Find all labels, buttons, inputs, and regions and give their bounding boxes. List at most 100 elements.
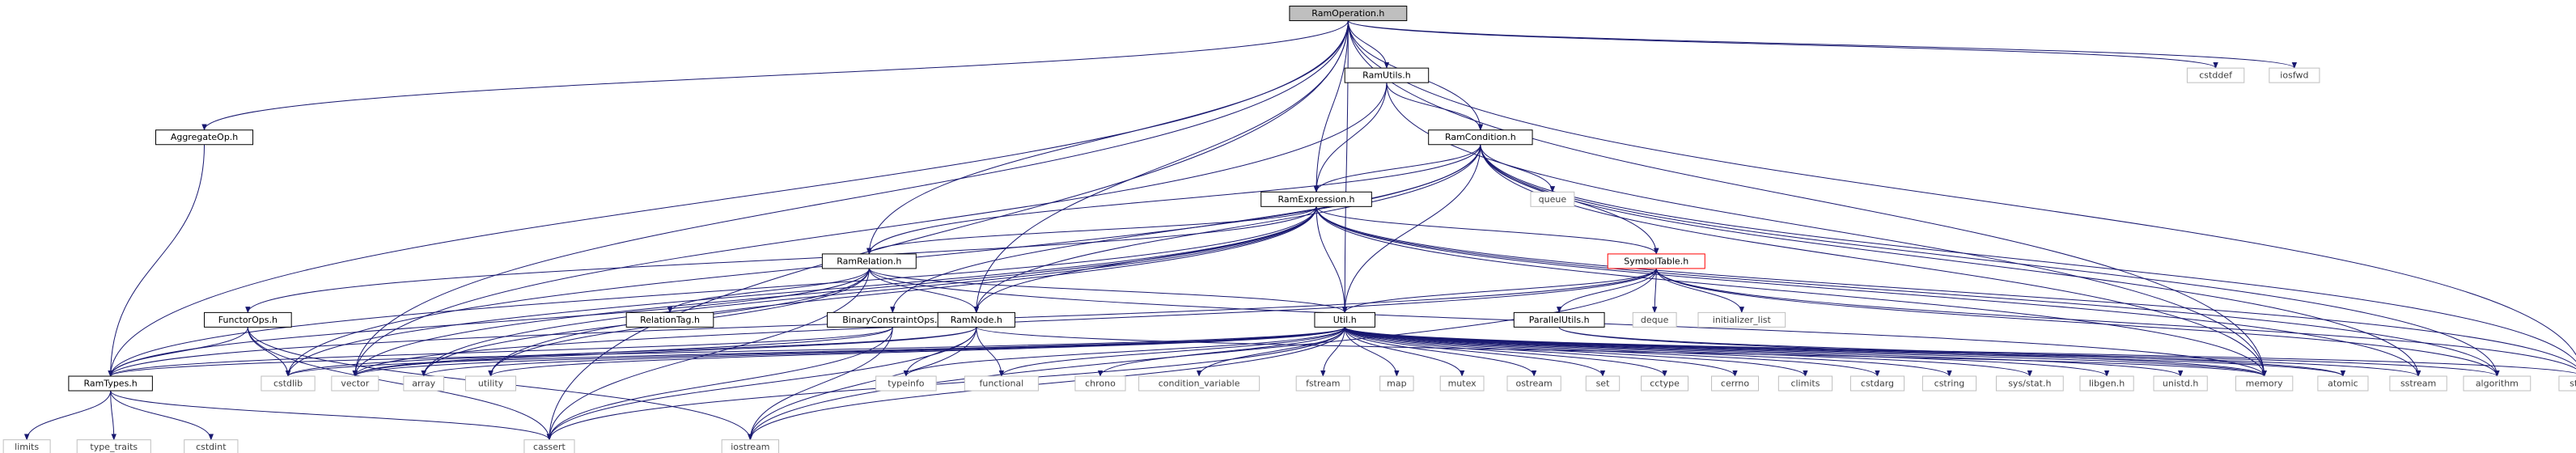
node-box xyxy=(1641,375,1689,392)
node-box xyxy=(1344,67,1430,83)
node-label: type_traits xyxy=(90,442,138,452)
node-binaryconstraintops[interactable]: BinaryConstraintOps.h xyxy=(827,311,959,328)
node-label: RamTypes.h xyxy=(83,379,137,389)
edge-ramnode-to-memory xyxy=(976,326,2267,377)
node-label: cctype xyxy=(1650,379,1680,389)
edge-ramexpression-to-cstdlib xyxy=(285,206,1317,377)
node-box xyxy=(1289,6,1408,22)
edge-ramnode-to-cassert xyxy=(546,327,977,441)
node-box xyxy=(821,253,917,269)
node-ramutils[interactable]: RamUtils.h xyxy=(1344,67,1430,83)
node-cassert: cassert xyxy=(523,439,575,453)
edge-ramcondition-to-memory xyxy=(1480,144,2267,377)
node-label: cerrno xyxy=(1721,379,1749,389)
node-ramcondition[interactable]: RamCondition.h xyxy=(1428,129,1533,146)
node-initializer-list: initializer_list xyxy=(1697,311,1786,328)
edge-ramexpression-to-functorops xyxy=(245,206,1317,314)
node-label: algorithm xyxy=(2476,379,2519,389)
node-label: map xyxy=(1387,379,1406,389)
edge-util-to-atomic xyxy=(1344,326,2345,377)
node-ramnode[interactable]: RamNode.h xyxy=(937,311,1015,328)
node-box xyxy=(2186,67,2245,83)
node-ramoperation[interactable]: RamOperation.h xyxy=(1289,6,1408,22)
node-cctype: cctype xyxy=(1641,375,1689,392)
node-memory: memory xyxy=(2235,375,2294,392)
edge-binaryconstraintops-to-cassert xyxy=(546,327,893,441)
edge-util-to-libgen xyxy=(1344,326,2110,377)
node-sys-stat: sys/stat.h xyxy=(1995,375,2064,392)
node-box xyxy=(1513,311,1605,328)
node-ostream: ostream xyxy=(1506,375,1561,392)
node-box xyxy=(1260,191,1372,207)
node-sstream: sstream xyxy=(2389,375,2447,392)
edge-util-to-functional xyxy=(998,327,1345,377)
edge-ramutils-to-vector xyxy=(352,83,1388,377)
edge-util-to-cstdlib xyxy=(286,326,1345,377)
edge-ramoperation-to-ramexpression xyxy=(1313,20,1349,193)
edge-ramcondition-to-binaryconstraintops xyxy=(890,144,1481,314)
edge-ramtypes-to-cstdint xyxy=(110,390,214,441)
node-label: RelationTag.h xyxy=(640,315,700,325)
edge-ramutils-to-ramexpression xyxy=(1313,83,1388,193)
node-label: utility xyxy=(478,379,504,389)
edge-ramexpression-to-string xyxy=(1316,206,2576,367)
node-symboltable[interactable]: SymbolTable.h xyxy=(1607,253,1705,269)
edge-ramcondition-to-queue xyxy=(1480,144,1556,193)
edge-ramoperation-to-vector xyxy=(352,20,1349,377)
node-label: AggregateOp.h xyxy=(171,132,238,142)
node-cstdint: cstdint xyxy=(184,439,239,453)
node-box xyxy=(2153,375,2208,392)
edge-ramcondition-to-ramnode xyxy=(973,144,1481,314)
node-box xyxy=(1506,375,1561,392)
edge-util-to-ramtypes xyxy=(108,326,1345,377)
node-label: queue xyxy=(1539,194,1567,205)
node-functorops[interactable]: FunctorOps.h xyxy=(204,311,292,328)
node-box xyxy=(2463,375,2532,392)
node-label: libgen.h xyxy=(2089,379,2125,389)
node-ramexpression[interactable]: RamExpression.h xyxy=(1260,191,1372,207)
node-type-traits: type_traits xyxy=(76,439,151,453)
node-box xyxy=(875,375,937,392)
edge-util-to-climits xyxy=(1344,327,1808,377)
node-parallelutils[interactable]: ParallelUtils.h xyxy=(1513,311,1605,328)
edge-ramoperation-to-iosfwd xyxy=(1347,20,2297,69)
edge-util-to-sys-stat xyxy=(1344,326,2032,377)
node-box xyxy=(76,439,151,453)
edge-ramnode-to-functional xyxy=(976,327,1005,377)
node-box xyxy=(1849,375,1905,392)
edge-util-to-cassert xyxy=(546,327,1345,441)
node-ramtypes[interactable]: RamTypes.h xyxy=(68,375,153,392)
node-label: string xyxy=(2570,379,2576,389)
node-label: iostream xyxy=(731,442,769,452)
edge-ramrelation-to-ramnode xyxy=(868,268,979,314)
edge-symboltable-to-util xyxy=(1342,268,1657,314)
node-label: SymbolTable.h xyxy=(1624,256,1688,266)
node-label: BinaryConstraintOps.h xyxy=(842,315,943,325)
node-label: array xyxy=(412,379,435,389)
edge-util-to-unistd xyxy=(1344,326,2184,377)
node-util[interactable]: Util.h xyxy=(1314,311,1375,328)
edge-util-to-fstream xyxy=(1320,327,1345,377)
node-relationtag[interactable]: RelationTag.h xyxy=(625,311,714,328)
node-box xyxy=(1921,375,1977,392)
node-label: atomic xyxy=(2328,379,2358,389)
edge-binaryconstraintops-to-iostream xyxy=(748,327,893,441)
edge-ramexpression-to-symboltable xyxy=(1316,206,1659,255)
node-ramrelation[interactable]: RamRelation.h xyxy=(821,253,917,269)
node-box xyxy=(1607,253,1705,269)
edge-symboltable-to-deque xyxy=(1651,268,1658,314)
node-box xyxy=(2,439,51,453)
node-box xyxy=(331,375,379,392)
node-box xyxy=(1314,311,1375,328)
node-array: array xyxy=(403,375,445,392)
node-condition-variable: condition_variable xyxy=(1138,375,1260,392)
node-box xyxy=(155,129,254,146)
node-box xyxy=(1428,129,1533,146)
node-label: typeinfo xyxy=(888,379,924,389)
node-box xyxy=(625,311,714,328)
edge-aggregateop-to-ramtypes xyxy=(108,144,205,377)
node-label: chrono xyxy=(1085,379,1116,389)
node-set: set xyxy=(1585,375,1621,392)
node-aggregateop[interactable]: AggregateOp.h xyxy=(155,129,254,146)
node-label: FunctorOps.h xyxy=(218,315,278,325)
